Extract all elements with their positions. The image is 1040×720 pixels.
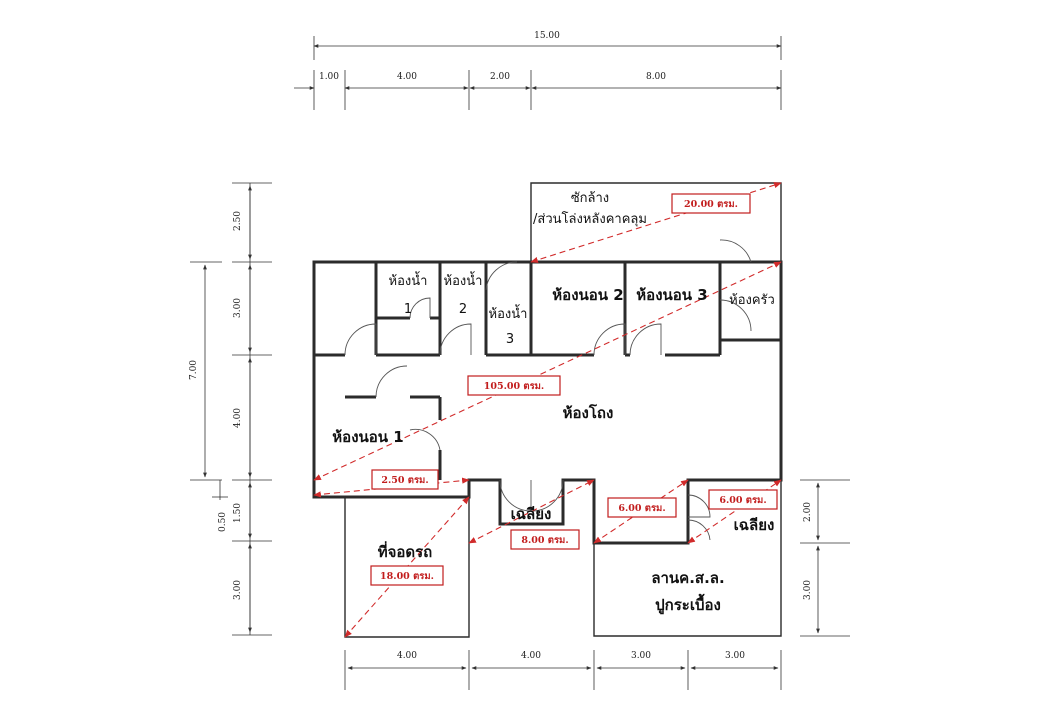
label-laundry-line1: ซักล้าง bbox=[571, 191, 609, 206]
label-bath3-num: 3 bbox=[506, 332, 514, 347]
dim-bottom-2: 4.00 bbox=[521, 651, 541, 661]
dim-left-4: 1.50 bbox=[233, 503, 243, 523]
dim-right-1: 2.00 bbox=[803, 502, 813, 522]
label-parking: ที่จอดรถ bbox=[378, 541, 433, 561]
right-dimensions: 2.00 3.00 bbox=[800, 479, 850, 637]
dim-left-1: 2.50 bbox=[233, 211, 243, 231]
label-hall: ห้องโถง bbox=[563, 403, 614, 422]
label-kitchen: ห้องครัว bbox=[729, 293, 775, 308]
room-labels: ซักล้าง /ส่วนโล่งหลังคาคลุม ห้องน้ำ 1 ห้… bbox=[332, 191, 775, 615]
left-dimensions: 2.50 3.00 4.00 1.50 3.00 7.00 0.50 bbox=[189, 182, 272, 636]
area-parking: 18.00 ตรม. bbox=[380, 571, 434, 582]
label-laundry-line2: /ส่วนโล่งหลังคาคลุม bbox=[533, 211, 647, 227]
area-porch-right-b: 6.00 ตรม. bbox=[719, 495, 766, 506]
label-courtyard-line2: ปูกระเบื้อง bbox=[655, 593, 721, 615]
courtyard-outline bbox=[593, 543, 782, 637]
dim-top-1: 1.00 bbox=[319, 72, 339, 82]
label-courtyard-line1: ลานค.ส.ล. bbox=[651, 569, 724, 587]
door-swing bbox=[344, 323, 377, 356]
bottom-dimensions: 4.00 4.00 3.00 3.00 bbox=[344, 650, 782, 690]
dim-top-total: 15.00 bbox=[534, 31, 560, 41]
dim-right-2: 3.00 bbox=[803, 580, 813, 600]
top-dimensions: 15.00 1.00 4.00 2.00 8.00 bbox=[294, 31, 782, 110]
area-porch-right-a: 6.00 ตรม. bbox=[618, 503, 665, 514]
dim-left-total: 7.00 bbox=[189, 360, 199, 380]
dim-left-small: 0.50 bbox=[218, 512, 228, 532]
dim-top-2: 4.00 bbox=[397, 72, 417, 82]
label-bedroom-2: ห้องนอน 2 bbox=[552, 286, 623, 304]
area-laundry: 20.00 ตรม. bbox=[684, 199, 738, 210]
area-annotations: 20.00 ตรม. 105.00 ตรม. 2.50 ตรม. 8.00 ตร… bbox=[370, 193, 778, 586]
label-bath3: ห้องน้ำ bbox=[489, 304, 528, 322]
dim-bottom-4: 3.00 bbox=[725, 651, 745, 661]
area-strip: 2.50 ตรม. bbox=[381, 475, 428, 486]
dim-top-3: 2.00 bbox=[490, 72, 510, 82]
label-bedroom-3: ห้องนอน 3 bbox=[636, 286, 707, 304]
label-bath2: ห้องน้ำ bbox=[444, 271, 483, 289]
label-porch-center: เฉลียง bbox=[511, 505, 552, 523]
label-bath1: ห้องน้ำ bbox=[389, 271, 428, 289]
dim-left-2: 3.00 bbox=[233, 298, 243, 318]
label-bath1-num: 1 bbox=[404, 302, 412, 317]
label-porch-right: เฉลียง bbox=[734, 516, 775, 534]
area-porch-center: 8.00 ตรม. bbox=[521, 535, 568, 546]
dim-top-4: 8.00 bbox=[646, 72, 666, 82]
dim-bottom-1: 4.00 bbox=[397, 651, 417, 661]
label-bath2-num: 2 bbox=[459, 302, 467, 317]
area-main: 105.00 ตรม. bbox=[484, 381, 545, 392]
dim-left-5: 3.00 bbox=[233, 580, 243, 600]
dim-bottom-3: 3.00 bbox=[631, 651, 651, 661]
dim-left-3: 4.00 bbox=[233, 408, 243, 428]
label-bedroom-1: ห้องนอน 1 bbox=[332, 428, 403, 446]
